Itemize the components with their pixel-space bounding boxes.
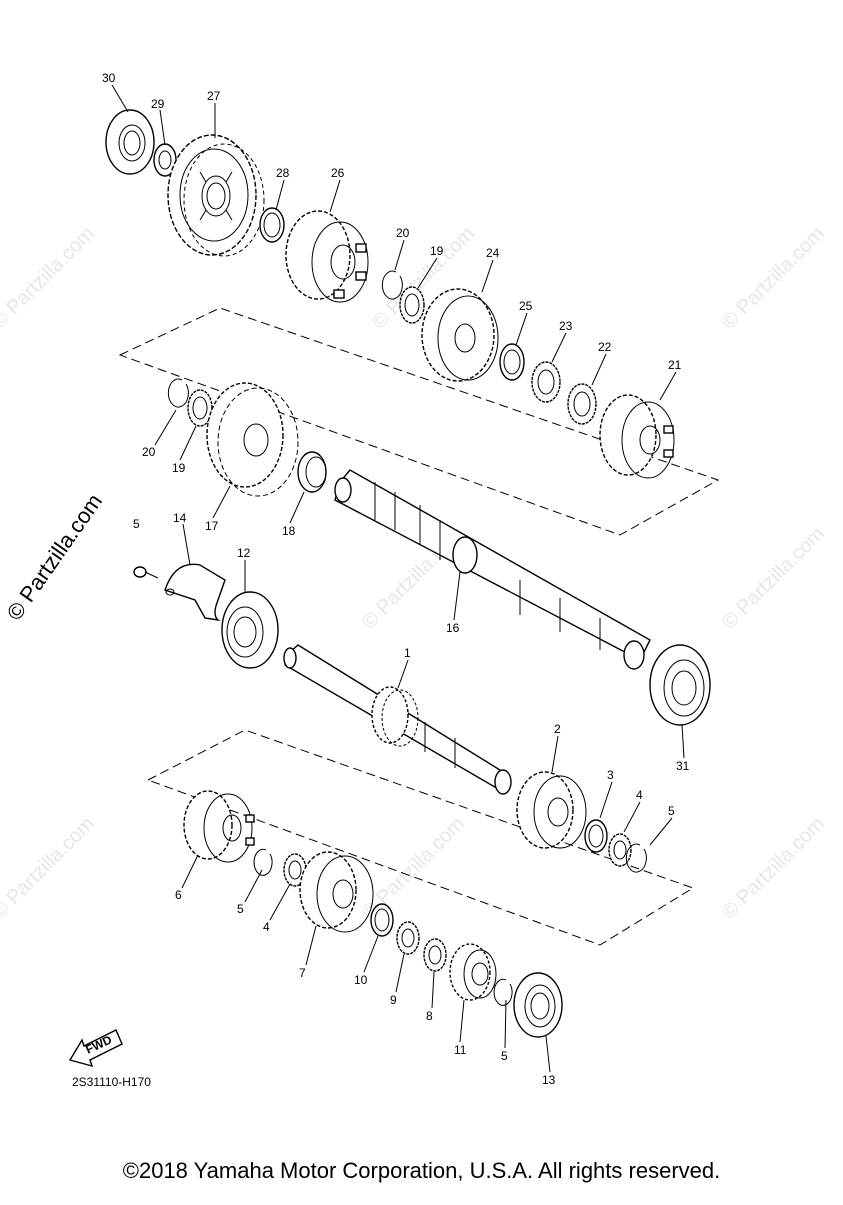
watermark-large: © Partzilla.com: [2, 489, 108, 625]
part-17-gear: [206, 382, 299, 497]
part-labels: 30 29 27 28 26 20 19 24 25 23 22 21 20 1…: [102, 71, 690, 1087]
part-27-gear: [167, 134, 265, 257]
part-9-washer: [396, 921, 420, 955]
part-label: 2: [554, 722, 561, 736]
part-13-bearing: [513, 972, 563, 1038]
part-label: 26: [331, 166, 345, 180]
part-label: 5: [237, 902, 244, 916]
part-4-washer-b: [283, 853, 307, 887]
part-8-washer: [423, 938, 447, 972]
diagram-code: 2S31110-H170: [72, 1075, 151, 1089]
part-5-circlip: [625, 843, 647, 873]
fwd-arrow-icon: FWD: [68, 1029, 123, 1068]
part-label: 24: [486, 246, 500, 260]
part-label: 31: [676, 759, 690, 773]
watermark: © Partzilla.com: [718, 223, 829, 334]
part-label: 5: [501, 1049, 508, 1063]
watermark: © Partzilla.com: [718, 523, 829, 634]
part-26-gear: [285, 210, 369, 303]
lower-assembly-box: [146, 729, 695, 946]
part-label: 5: [668, 804, 675, 818]
part-20-circlip: [381, 270, 403, 300]
part-30-bearing: [105, 109, 155, 175]
part-label: 23: [559, 319, 573, 333]
watermark: © Partzilla.com: [718, 813, 829, 924]
part-28-needle-bearing: [259, 207, 285, 243]
part-16-shaft: [334, 469, 651, 670]
part-label: 4: [263, 920, 270, 934]
part-label: 20: [396, 226, 410, 240]
part-5-bolt: [133, 566, 159, 579]
part-3-needle-bearing: [584, 819, 608, 853]
part-24-gear: [421, 288, 499, 382]
part-label: 21: [668, 358, 682, 372]
part-label: 30: [102, 71, 116, 85]
part-5-circlip-c: [493, 978, 513, 1006]
part-label: 10: [354, 973, 368, 987]
part-4-washer: [608, 833, 632, 867]
part-7-gear: [299, 851, 374, 933]
part-31-bearing: [649, 644, 711, 726]
part-label: 27: [207, 89, 221, 103]
copyright-text: ©2018 Yamaha Motor Corporation, U.S.A. A…: [122, 1158, 721, 1183]
part-label: 14: [173, 511, 187, 525]
part-label: 5: [133, 517, 140, 531]
part-23-washer: [531, 361, 561, 403]
watermark: © Partzilla.com: [358, 813, 469, 924]
part-14-plate: [164, 563, 226, 622]
watermarks: © Partzilla.com © Partzilla.com © Partzi…: [0, 223, 829, 924]
part-label: 20: [142, 445, 156, 459]
watermark: © Partzilla.com: [0, 223, 99, 334]
watermark: © Partzilla.com: [0, 813, 99, 924]
part-22-washer: [567, 383, 597, 425]
part-label: 28: [276, 166, 290, 180]
part-10-needle-bearing: [370, 903, 394, 937]
part-label: 19: [172, 461, 186, 475]
part-21-gear: [599, 394, 675, 479]
part-label: 12: [237, 546, 251, 560]
part-label: 8: [426, 1009, 433, 1023]
part-label: 16: [446, 621, 460, 635]
part-18-needle-bearing: [297, 451, 327, 493]
part-20-circlip-b: [167, 378, 189, 408]
part-25-needle-bearing: [499, 343, 525, 381]
part-label: 19: [430, 244, 444, 258]
part-label: 3: [607, 768, 614, 782]
part-label: 6: [175, 888, 182, 902]
part-label: 22: [598, 340, 612, 354]
part-5-circlip-b: [253, 848, 273, 876]
leader-lines: [111, 84, 685, 1073]
part-label: 7: [299, 966, 306, 980]
part-label: 9: [390, 993, 397, 1007]
part-label: 18: [282, 524, 296, 538]
part-label: 1: [404, 646, 411, 660]
part-label: 13: [542, 1073, 556, 1087]
part-label: 4: [636, 788, 643, 802]
part-12-bearing: [221, 591, 279, 669]
part-label: 17: [205, 519, 219, 533]
part-1-shaft: [283, 644, 512, 795]
part-label: 11: [454, 1043, 467, 1057]
part-label: 25: [519, 299, 533, 313]
part-2-gear: [516, 771, 587, 849]
part-19-washer: [399, 286, 425, 324]
upper-assembly-box: [118, 307, 720, 536]
part-label: 29: [151, 97, 165, 111]
part-6-gear: [183, 790, 255, 863]
part-11-gear: [449, 943, 497, 1001]
